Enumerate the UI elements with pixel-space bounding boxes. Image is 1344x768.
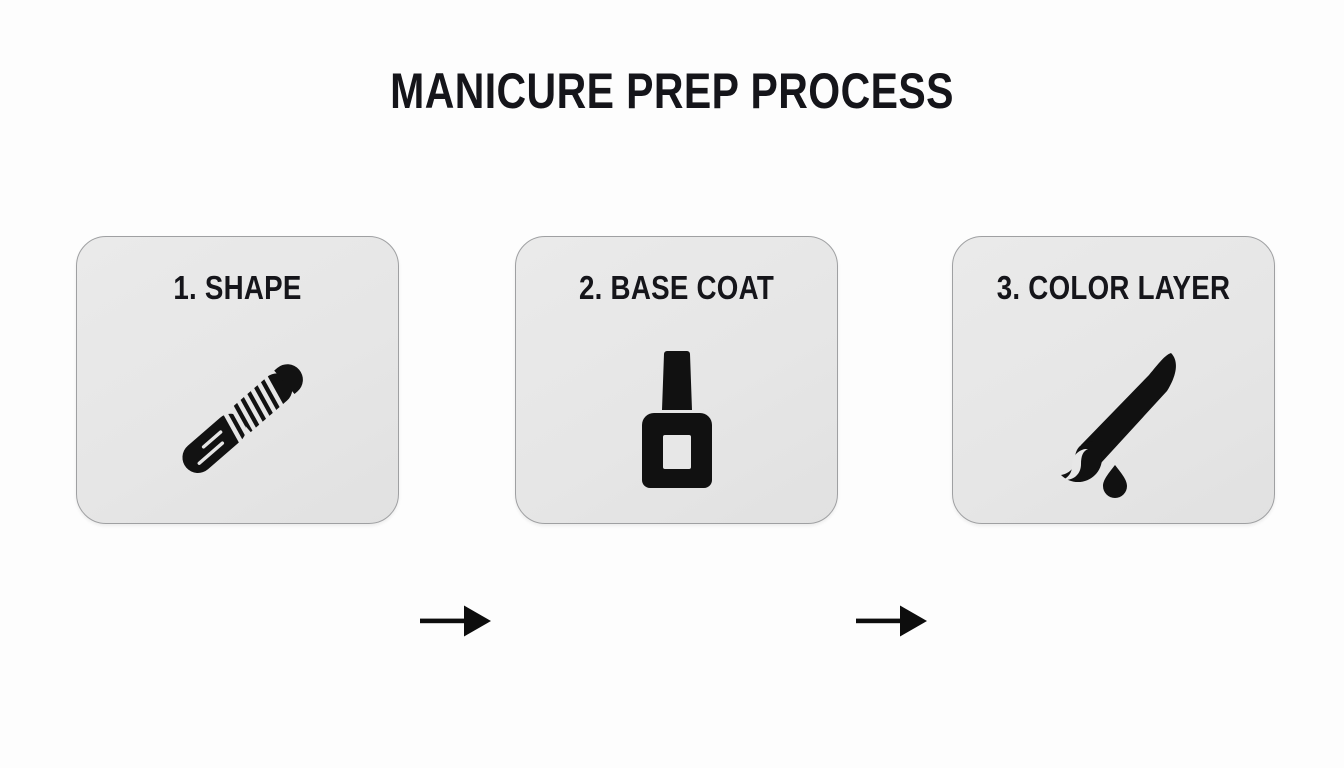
step-card-label: 1. SHAPE	[173, 269, 302, 306]
step-card-base-coat[interactable]: 2. BASE COAT	[515, 236, 838, 524]
nail-file-icon	[153, 345, 323, 500]
nail-polish-bottle-icon	[592, 345, 762, 500]
page-title: MANICURE PREP PROCESS	[390, 63, 954, 119]
step-card-color-layer[interactable]: 3. COLOR LAYER	[952, 236, 1275, 524]
step-card-label: 2. BASE COAT	[578, 269, 775, 306]
arrow-right-icon	[420, 604, 492, 638]
process-flow: 1. SHAPE	[0, 236, 1344, 637]
step-card-label: 3. COLOR LAYER	[996, 269, 1231, 306]
paintbrush-icon	[1029, 345, 1199, 500]
arrow-right-icon	[856, 604, 928, 638]
step-card-shape[interactable]: 1. SHAPE	[76, 236, 399, 524]
